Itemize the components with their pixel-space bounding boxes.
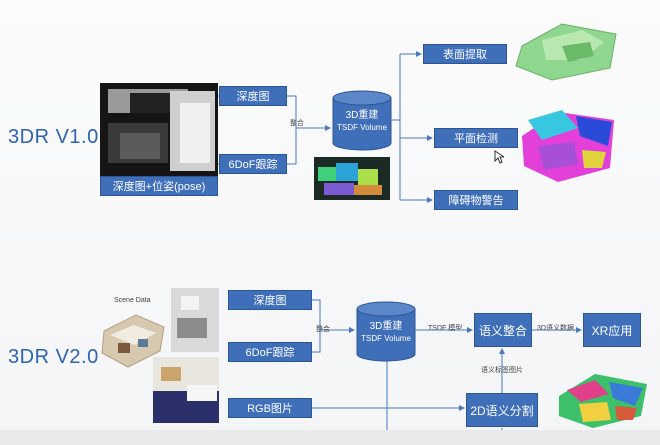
room-photo-2-graphic [153, 357, 219, 423]
v1-mesh-thumbnail [314, 157, 390, 200]
v1-obstacle-box: 障碍物警告 [434, 190, 518, 210]
mouse-cursor-icon [494, 150, 504, 164]
depth-image-graphic [100, 83, 218, 179]
v2-rgb-box: RGB图片 [228, 398, 312, 418]
surface-mesh-graphic [515, 23, 617, 81]
depth-image-thumbnail [100, 83, 218, 179]
v1-recon-text: 3D重建 TSDF Volume [330, 110, 394, 134]
v2-tracking-box: 6DoF跟踪 [228, 342, 312, 362]
scene-3d-model-graphic [101, 314, 165, 368]
room-photo-1-graphic [171, 288, 219, 352]
semantic-label-image-label: 语义标签图片 [481, 367, 523, 374]
v1-title: 3DR V1.0 [8, 126, 99, 148]
plane-detection-graphic [522, 110, 614, 182]
v2-recon-text: 3D重建 TSDF Volume [354, 321, 418, 345]
surface-mesh-image [512, 16, 620, 82]
semantic-mesh-graphic [559, 374, 647, 428]
v1-recon-line2: TSDF Volume [337, 123, 387, 132]
v1-recon-line1: 3D重建 [345, 110, 379, 121]
v1-plane-box: 平面检测 [434, 128, 518, 148]
semantic-mesh-image [555, 366, 650, 430]
v2-title: 3DR V2.0 [8, 346, 99, 368]
semantic-data-label: 3D语义数据 [537, 325, 574, 332]
xr-app-box: XR应用 [583, 313, 641, 347]
v2-depth-box: 深度图 [228, 290, 312, 310]
semantic-seg-box: 2D语义分割 [466, 393, 538, 427]
v1-depth-box: 深度图 [219, 86, 287, 106]
tsdf-model-label: TSDF 模型 [428, 325, 463, 332]
bottom-strip [0, 430, 660, 445]
scene-3d-model-thumbnail [100, 305, 166, 371]
v2-recon-line2: TSDF Volume [361, 334, 411, 343]
scene-room-photo-1 [171, 288, 219, 352]
v2-recon-line1: 3D重建 [369, 321, 403, 332]
v1-tracking-box: 6DoF跟踪 [219, 154, 287, 174]
scene-data-label: Scene Data [114, 297, 151, 304]
scene-room-photo-2 [153, 357, 219, 423]
v1-mesh-graphic [318, 163, 382, 195]
plane-detection-image [518, 106, 618, 184]
v2-merge-label: 整合 [316, 326, 330, 333]
v1-merge-label: 整合 [290, 120, 304, 127]
semantic-merge-box: 语义整合 [474, 313, 532, 347]
v1-surface-box: 表面提取 [423, 44, 507, 64]
depth-pose-caption: 深度图+位姿(pose) [100, 176, 218, 196]
